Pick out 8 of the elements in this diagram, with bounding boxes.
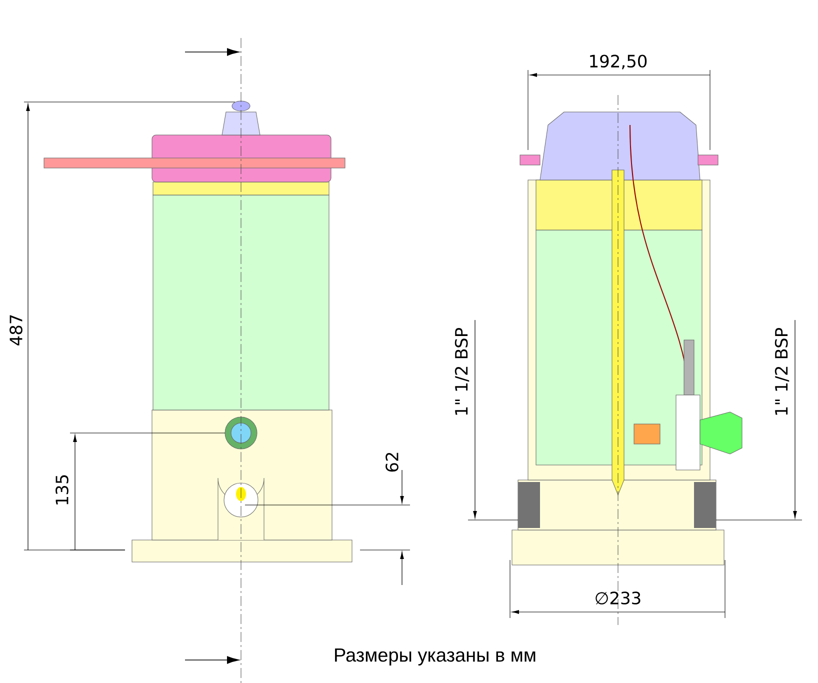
dimension-label: 192,50 [590,54,647,70]
dimension-label: 1" 1/2 BSP [774,328,790,415]
dimension-label: 487 [10,315,22,346]
dimension-label: 135 [56,475,68,504]
caption: Размеры указаны в мм [335,648,536,666]
dimension-label: ∅233 [596,592,640,604]
dimension-label: 1" 1/2 BSP [454,328,470,415]
dimension-label: 62 [386,452,398,472]
